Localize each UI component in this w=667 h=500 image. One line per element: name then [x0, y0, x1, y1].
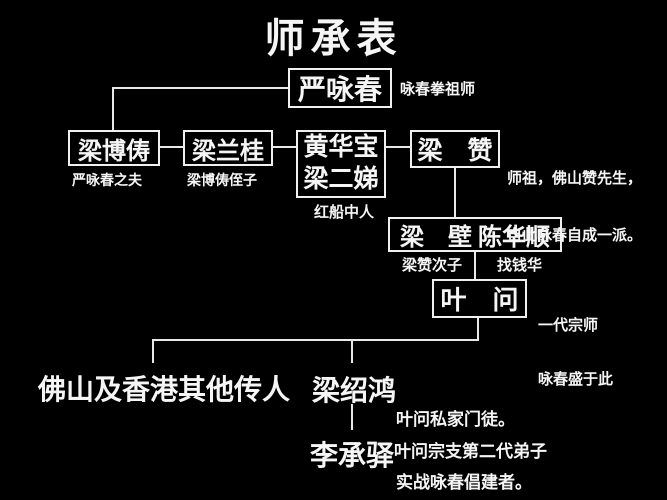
- connector-chenhuashun-down: [474, 252, 476, 279]
- node-huang-huabao-liang-erdi: 黄华宝 梁二娣: [296, 130, 386, 198]
- note-liang-zan-line1: 师祖，佛山赞先生，: [507, 171, 643, 187]
- node-liang-bi-chen-huashun: 梁 壁 陈华顺: [388, 217, 562, 252]
- node-ye-wen: 叶 问: [432, 279, 527, 318]
- note-liang-zan: 师祖，佛山赞先生， 自此咏春自成一派。: [507, 132, 642, 284]
- note-ye-wen: 一代宗师 咏春盛于此: [538, 281, 613, 425]
- note-ye-wen-line1: 一代宗师: [538, 318, 599, 334]
- note-liang-shaohong-line1: 叶问私家门徒。: [396, 410, 515, 429]
- connector-top-horizontal: [112, 87, 290, 89]
- note-liang-bochou: 严咏春之夫: [72, 174, 142, 189]
- node-liang-langui: 梁兰桂: [183, 130, 273, 166]
- connector-yewen-down: [477, 318, 479, 341]
- connector-bottom-horizontal: [152, 339, 479, 341]
- connector-shaohong-chengyi: [351, 404, 353, 430]
- connector-langui-huabao: [273, 146, 296, 148]
- node-yan-yongchun: 严咏春: [288, 68, 392, 108]
- connector-huabao-zan: [386, 146, 410, 148]
- connector-drop-foshan: [152, 339, 154, 363]
- connector-top-vertical: [112, 87, 114, 130]
- name-liang-shaohong: 梁绍鸿: [312, 376, 397, 407]
- note-li-chengyi: 叶问宗支第二代弟子: [394, 442, 547, 461]
- node-liang-zan: 梁 赞: [410, 130, 500, 168]
- node-huang-huabao-line1: 黄华宝: [303, 134, 379, 161]
- note-ye-wen-line2: 咏春盛于此: [538, 372, 614, 388]
- node-liang-bochou: 梁博俦: [68, 130, 160, 166]
- note-liang-shaohong: 叶问私家门徒。 实战咏春倡建者。: [396, 367, 532, 500]
- note-yan-yongchun: 咏春拳祖师: [400, 82, 476, 98]
- connector-zan-down: [454, 168, 456, 217]
- note-liang-bi: 梁赞次子: [402, 258, 463, 274]
- name-foshan-hongkong-others: 佛山及香港其他传人: [38, 375, 291, 406]
- note-huang-huabao: 红船中人: [314, 205, 375, 221]
- name-li-chengyi: 李承驿: [310, 441, 395, 472]
- note-liang-zan-line2: 自此咏春自成一派。: [507, 228, 643, 244]
- connector-drop-shaohong: [351, 339, 353, 363]
- note-liang-langui: 梁博俦侄子: [187, 174, 257, 189]
- diagram-title: 师承表: [264, 16, 403, 61]
- note-chen-huashun: 找钱华: [497, 258, 543, 274]
- node-huang-huabao-line2: 梁二娣: [303, 166, 379, 193]
- connector-bochou-langui: [160, 146, 183, 148]
- note-liang-shaohong-line2: 实战咏春倡建者。: [396, 473, 532, 492]
